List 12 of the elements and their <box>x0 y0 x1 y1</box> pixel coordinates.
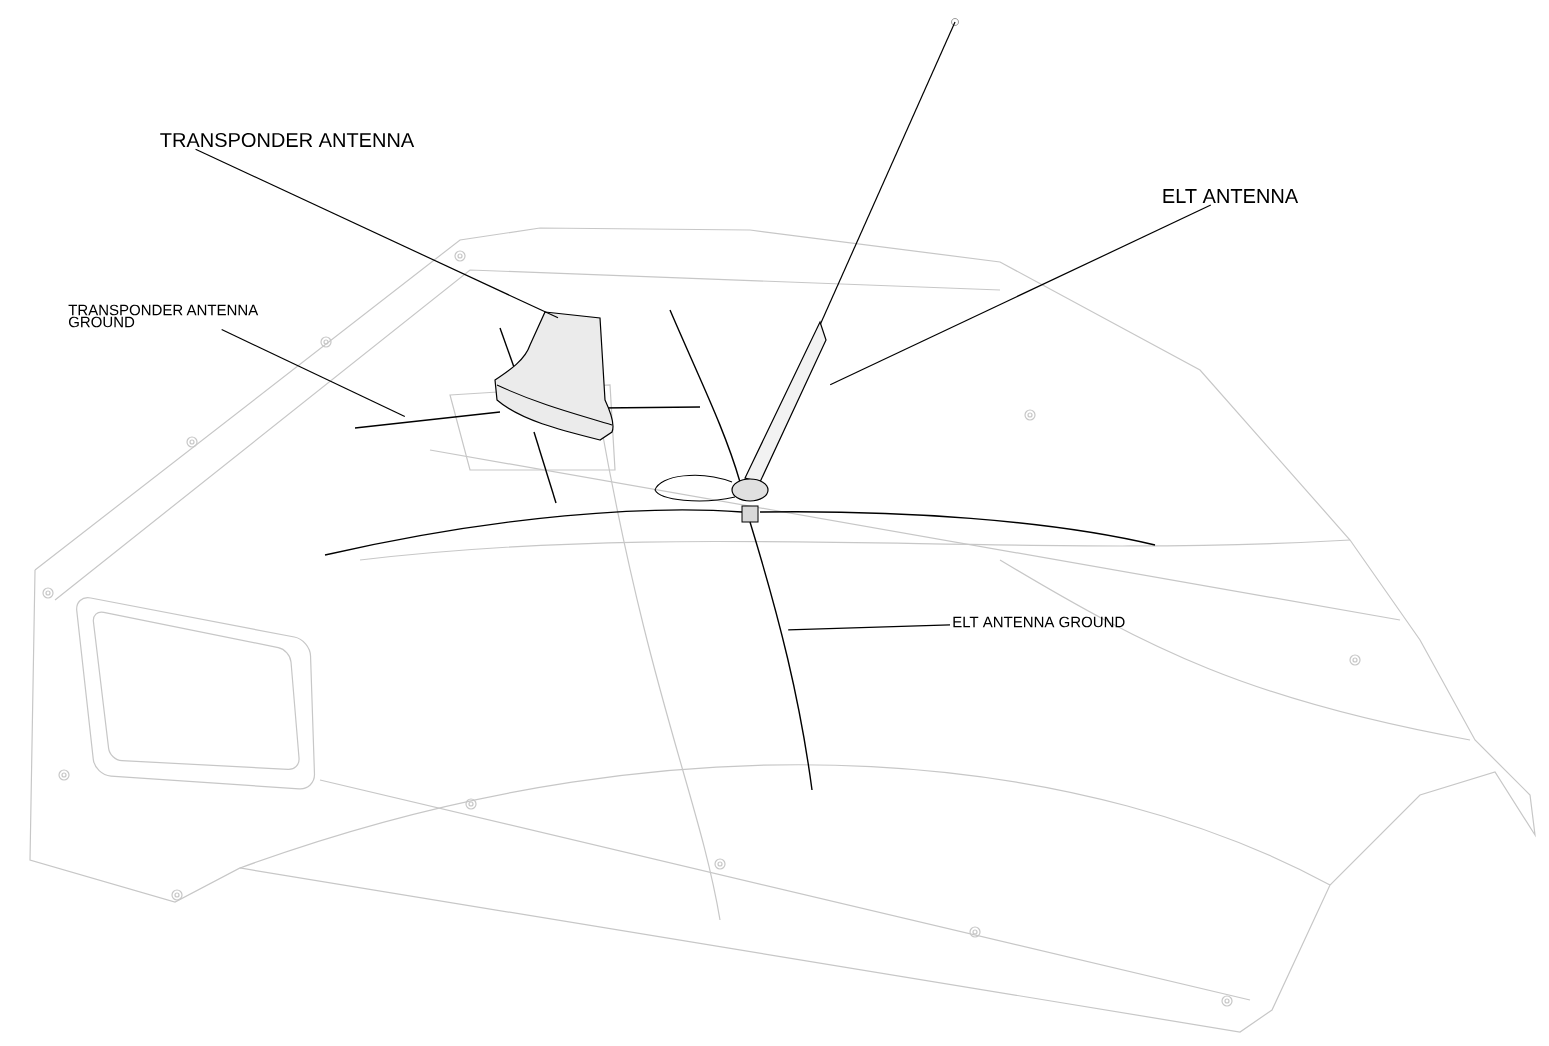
leader-line <box>221 328 406 418</box>
antenna-drawing <box>731 18 959 502</box>
leader-line <box>787 624 951 631</box>
ground-wire-drawing <box>354 411 501 429</box>
leader-line <box>829 204 1212 386</box>
antenna-drawing <box>494 311 614 441</box>
ground-wire-drawing <box>324 505 813 791</box>
label-text: TRANSPONDER ANTENNA <box>160 132 415 148</box>
label-text: ELT ANTENNA GROUND <box>953 616 1125 628</box>
leader-line <box>195 148 559 319</box>
label-text: ELT ANTENNA <box>1163 189 1299 203</box>
label-text: TRANSPONDER ANTENNA GROUND <box>68 304 259 328</box>
